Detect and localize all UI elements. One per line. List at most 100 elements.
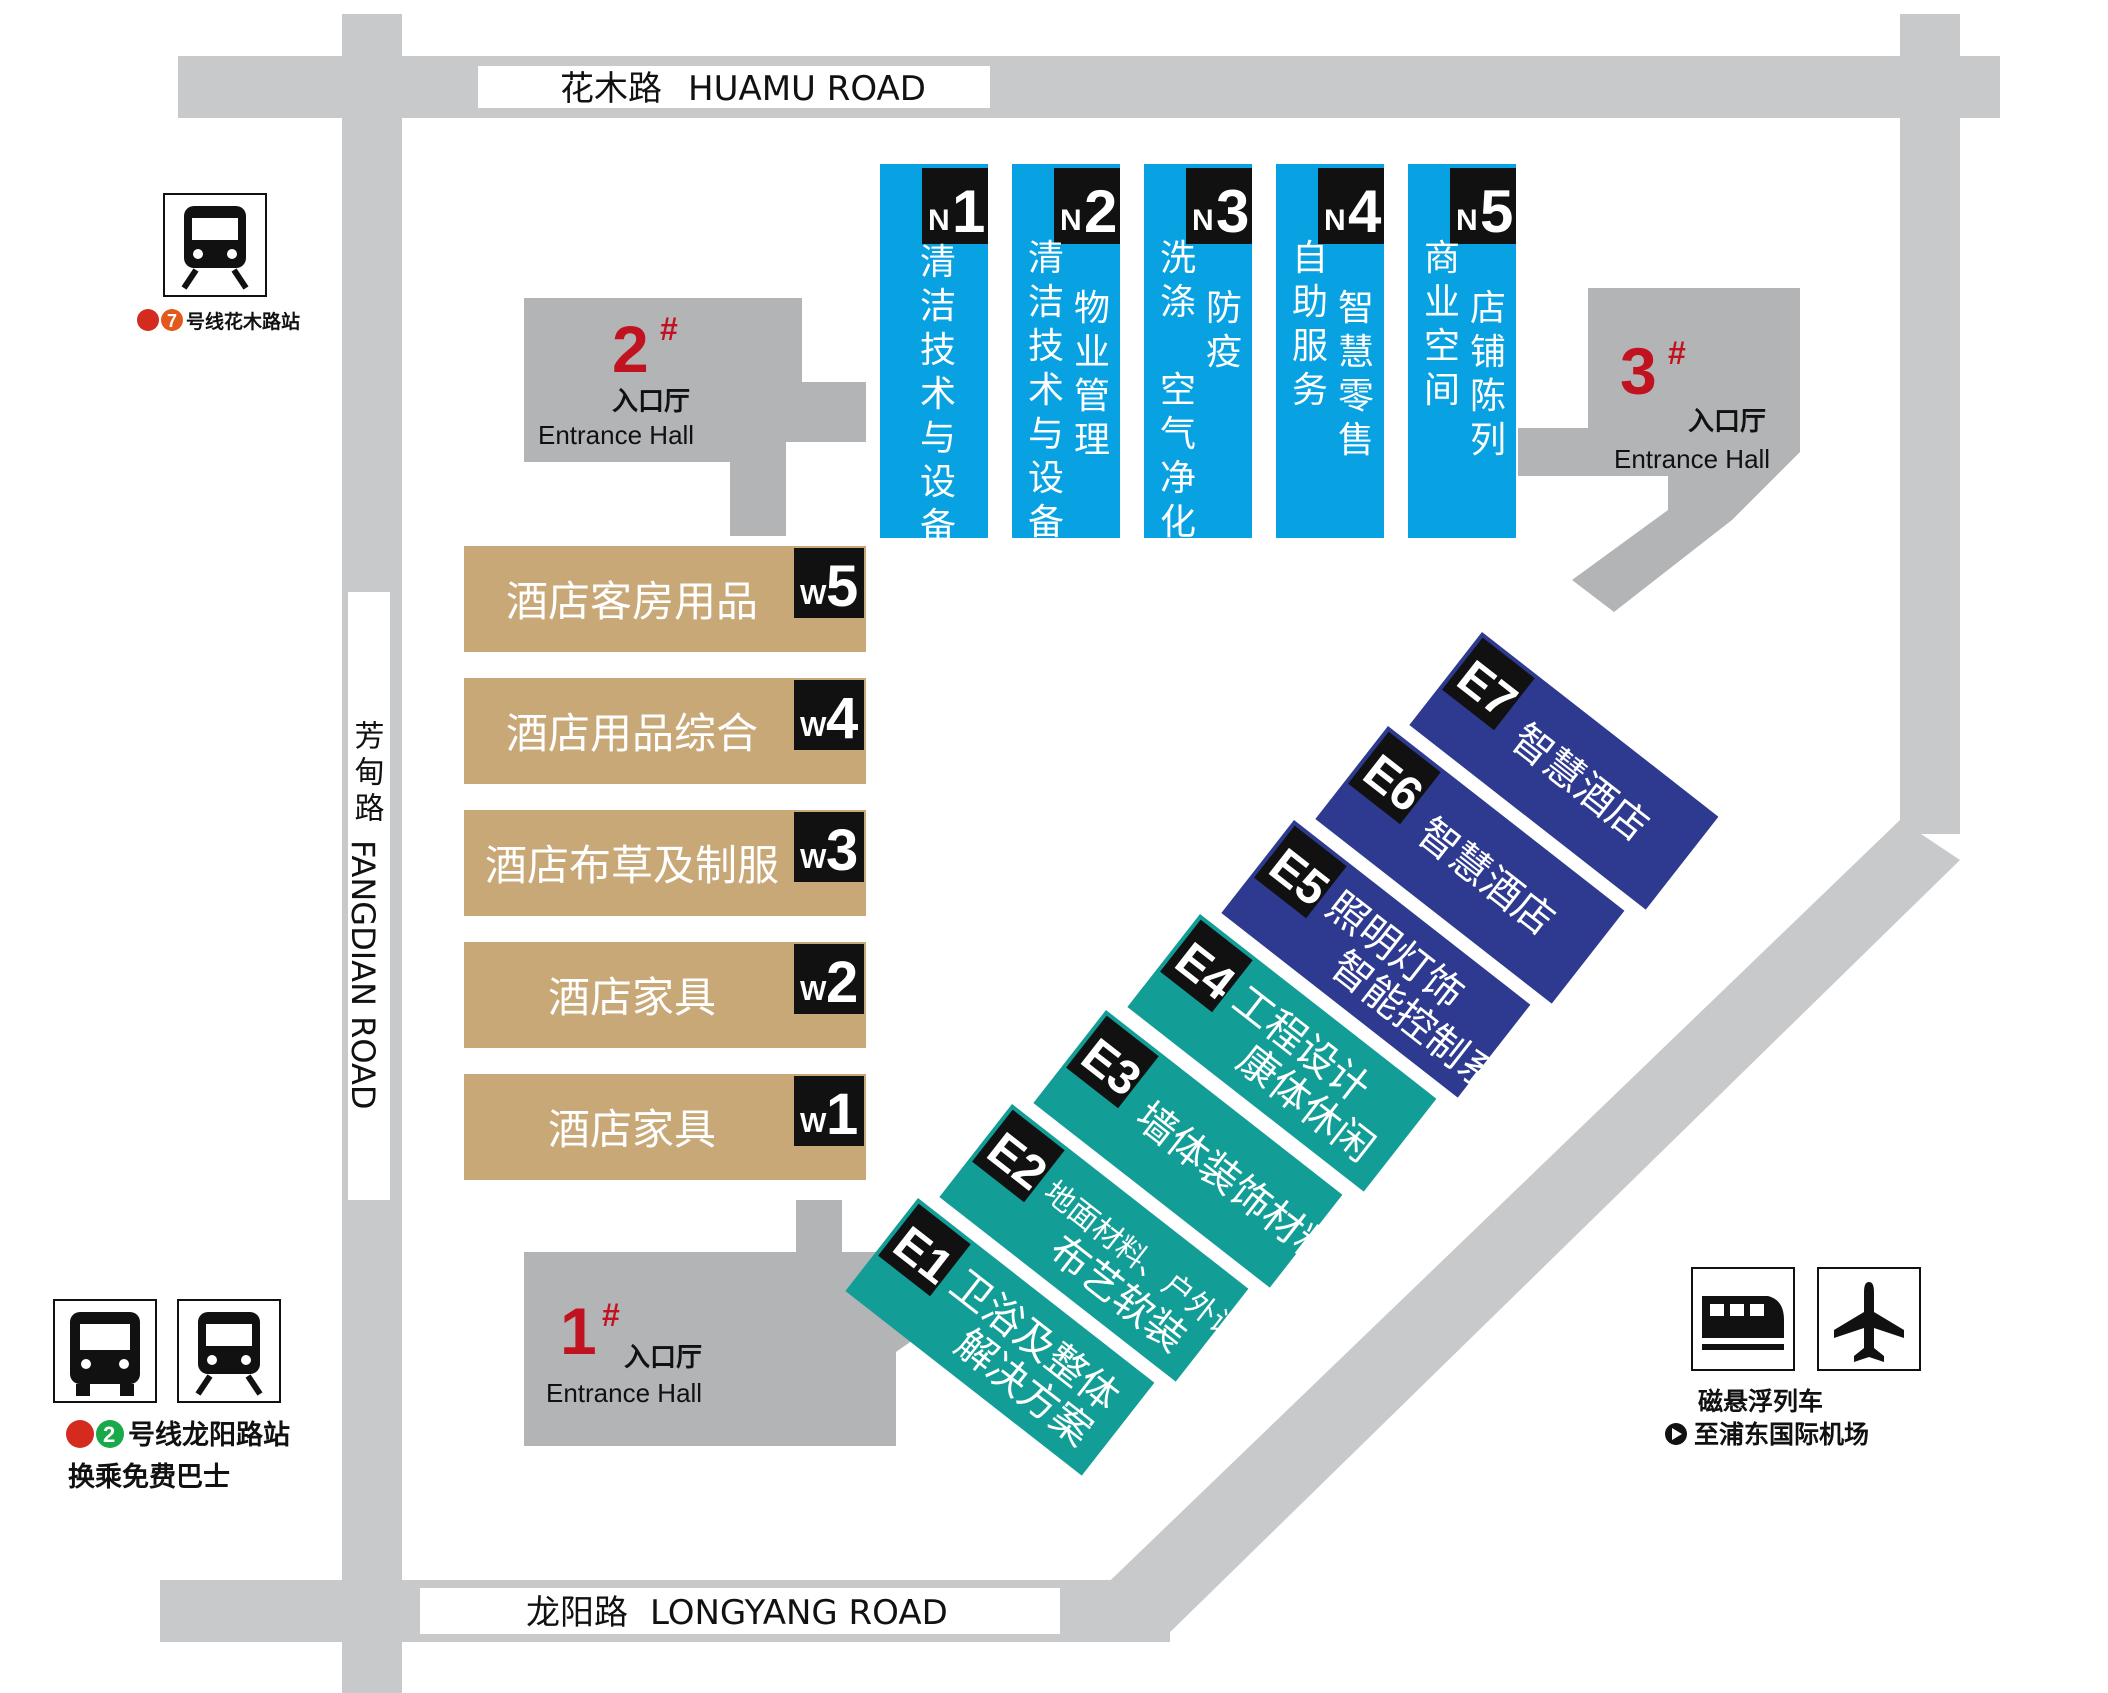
hall-code-box xyxy=(794,812,864,882)
play-arrow-triangle xyxy=(1672,1428,1682,1440)
metro-train-glyph xyxy=(195,1312,263,1396)
hall-code-number: 5 xyxy=(1480,178,1513,245)
hall-name: 洗涤 空气净化 xyxy=(1160,238,1196,543)
shanghai-metro-logo xyxy=(66,1420,94,1448)
hall-code-box xyxy=(972,1109,1065,1203)
airplane-glyph xyxy=(1834,1282,1904,1362)
free-bus-text: 换乘免费巴士 xyxy=(68,1462,230,1493)
fangdian-road-label-en: FANGDIAN ROAD xyxy=(344,840,382,1110)
entrance-3-en: Entrance Hall xyxy=(1614,444,1770,474)
metro-line-7-station: 7 号线花木路站 xyxy=(137,193,300,333)
hall-name: 物业管理 xyxy=(1074,288,1110,461)
hall-code-number: 4 xyxy=(826,686,858,751)
longyang-road-label-en: LONGYANG ROAD xyxy=(650,1593,948,1633)
hall-code-prefix: W xyxy=(800,843,827,874)
airport-text: 至浦东国际机场 xyxy=(1694,1420,1869,1449)
line-2-station-text: 号线龙阳路站 xyxy=(128,1419,290,1451)
shanghai-metro-logo xyxy=(137,309,159,331)
line-7-station-text: 号线花木路站 xyxy=(186,310,300,333)
fangdian-road-label-cn-vertical: 芳甸路 xyxy=(349,720,385,828)
line-2-badge xyxy=(96,1420,124,1448)
hall-code-box xyxy=(1348,731,1441,825)
road-east-vertical xyxy=(1900,14,1960,834)
maglev-text: 磁悬浮列车 xyxy=(1698,1387,1823,1416)
entrance-2-number: 2 xyxy=(612,312,649,386)
east-halls: E1卫浴及整体解决方案E2地面材料、户外设计布艺软装E3墙体装饰材料E4工程设计… xyxy=(845,632,1719,1476)
hall-code-box xyxy=(1442,637,1535,731)
hall-code-prefix: W xyxy=(800,711,827,742)
hall-code-number: 1 xyxy=(952,178,985,245)
hall-code-number: 4 xyxy=(1348,178,1382,245)
hall-name: 酒店家具 xyxy=(548,973,716,1022)
longyang-road-label-cn: 龙阳路 xyxy=(526,1593,628,1633)
hall-code-prefix: W xyxy=(800,975,827,1006)
line-7-badge xyxy=(161,309,183,331)
hall-code-box xyxy=(794,944,864,1014)
line-2-number: 2 xyxy=(103,1422,115,1447)
hall-name: 清洁技术与设备 xyxy=(920,242,956,547)
hall-code-box xyxy=(1254,825,1347,919)
hall-name: 商业空间 xyxy=(1424,238,1460,411)
hall-code-box xyxy=(922,168,988,244)
entrance-1-cn: 入口厅 xyxy=(624,1343,702,1373)
hall-code-number: 2 xyxy=(826,950,858,1015)
hall-code-box xyxy=(794,548,864,618)
hall-code-box xyxy=(794,1076,864,1146)
metro-train-glyph xyxy=(181,206,249,290)
hall-code-prefix: W xyxy=(800,579,827,610)
hall-code-prefix: N xyxy=(1456,204,1478,237)
hall-code-number: 1 xyxy=(826,1082,858,1147)
hall-code-prefix: W xyxy=(800,1107,827,1138)
hall-code-prefix: N xyxy=(1060,204,1082,237)
fangdian-road-label-panel xyxy=(348,592,390,1200)
entrance-2-en: Entrance Hall xyxy=(538,420,694,450)
hall-code-prefix: N xyxy=(928,204,950,237)
hall-name: 智慧零售 xyxy=(1338,288,1374,461)
hall-code-box xyxy=(1450,168,1516,244)
entrance-1-mark: # xyxy=(602,1297,620,1333)
entrance-3-mark: # xyxy=(1668,335,1686,371)
huamu-road-label-en: HUAMU ROAD xyxy=(688,69,926,109)
hall-code-box xyxy=(1054,168,1120,244)
hall-code-box xyxy=(878,1203,971,1297)
hall-code-number: 2 xyxy=(1084,178,1117,245)
entrance-1-en: Entrance Hall xyxy=(546,1378,702,1408)
hall-code-box xyxy=(1066,1015,1159,1109)
bus-glyph xyxy=(70,1312,140,1396)
hall-code-box xyxy=(1186,168,1252,244)
entrance-hall-2: 2 # 入口厅 Entrance Hall xyxy=(524,298,866,536)
hall-code-box xyxy=(794,680,864,750)
road-east-diagonal xyxy=(1090,820,1960,1642)
entrance-2-mark: # xyxy=(660,311,678,347)
hall-name: 自助服务 xyxy=(1292,238,1328,411)
hall-name: 店铺陈列 xyxy=(1470,288,1506,461)
huamu-road-label-panel xyxy=(478,66,990,108)
longyang-road-label-panel xyxy=(420,1588,1060,1634)
road-east-lower xyxy=(1620,1600,2108,1693)
line-7-number: 7 xyxy=(167,311,177,331)
hall-code-number: 5 xyxy=(826,554,858,619)
hall-code-number: 3 xyxy=(1216,178,1249,245)
hall-name: 防疫 xyxy=(1206,288,1242,373)
hall-name: 酒店布草及制服 xyxy=(485,841,779,890)
entrance-2-cn: 入口厅 xyxy=(612,387,690,417)
hall-code-prefix: N xyxy=(1324,204,1346,237)
entrance-3-number: 3 xyxy=(1620,334,1657,408)
hall-name: 酒店家具 xyxy=(548,1105,716,1154)
entrance-hall-3: 3 # 入口厅 Entrance Hall xyxy=(1518,288,1800,612)
huamu-road-label-cn: 花木路 xyxy=(560,69,662,109)
